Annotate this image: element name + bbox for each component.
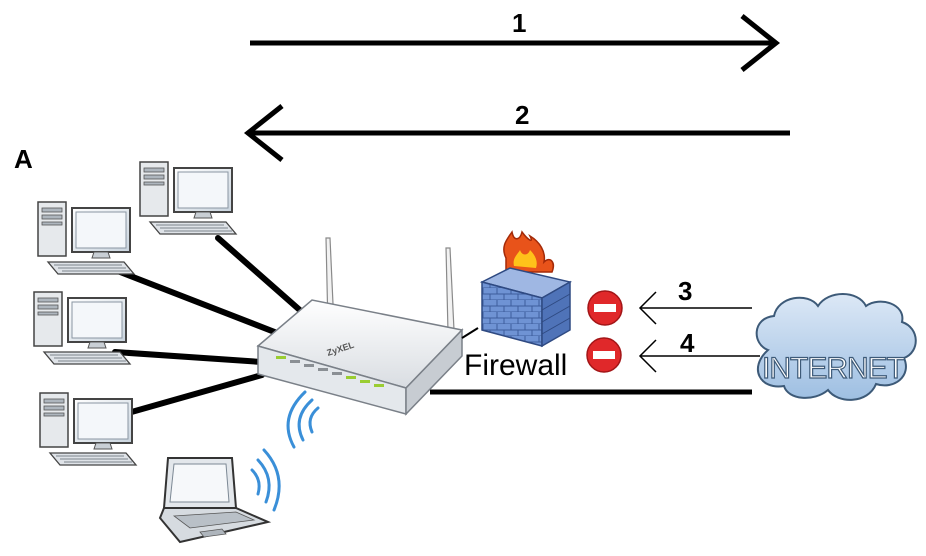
wireless-router-icon: ZyXEL: [256, 237, 464, 416]
firewall-link: [461, 327, 479, 339]
arrow-4-label: 4: [680, 328, 695, 358]
desktop-computer-3: [33, 291, 131, 365]
arrow-3: [638, 291, 752, 325]
no-entry-icon-3: [587, 290, 623, 326]
no-entry-icon-4: [586, 337, 622, 373]
laptop-wifi-waves-icon: [250, 448, 281, 512]
wifi-waves-icon: [286, 390, 320, 449]
router-leds: [276, 356, 384, 387]
internet-label: INTERNET: [762, 352, 905, 385]
lan-side-label: A: [14, 144, 33, 174]
lan-cables: [112, 235, 305, 416]
firewall-label: Firewall: [464, 349, 567, 382]
arrow-3-label: 3: [678, 276, 692, 306]
arrow-4: [638, 339, 760, 373]
arrow-2: [243, 104, 790, 162]
desktop-computer-4: [39, 392, 137, 466]
desktop-computer-2: [37, 201, 135, 275]
cloud-icon: [755, 293, 917, 401]
desktop-computer-1: [139, 161, 237, 235]
arrow-2-label: 2: [515, 100, 529, 130]
arrow-1-label: 1: [512, 8, 526, 38]
brick-wall-flame-icon: [479, 230, 573, 348]
laptop-icon: [158, 457, 272, 544]
arrow-1: [250, 14, 781, 72]
